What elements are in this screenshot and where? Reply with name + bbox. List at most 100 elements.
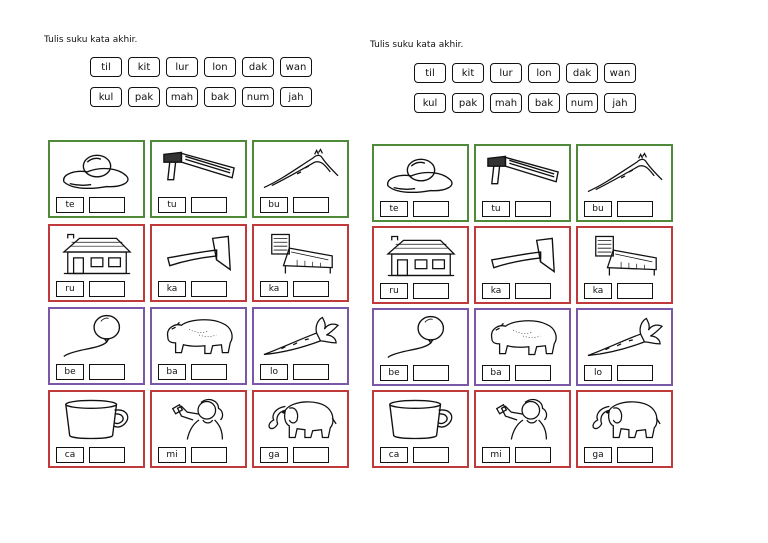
answer-box[interactable]	[617, 365, 653, 381]
syllable-label: ru	[56, 281, 84, 297]
axe-icon	[491, 237, 555, 273]
girl-drinking-icon	[496, 398, 548, 441]
word-chip: lur	[490, 63, 522, 83]
word-chip: num	[242, 87, 274, 107]
word-chip: til	[90, 57, 122, 77]
answer-box[interactable]	[89, 281, 125, 297]
word-chip: dak	[242, 57, 274, 77]
answer-box[interactable]	[515, 447, 551, 463]
answer-box[interactable]	[413, 365, 449, 381]
syllable-label: ba	[482, 365, 510, 381]
picture-card: ba	[474, 308, 571, 386]
word-chip: lur	[166, 57, 198, 77]
word-chip: mah	[166, 87, 198, 107]
answer-box[interactable]	[89, 364, 125, 380]
answer-box[interactable]	[293, 197, 329, 213]
answer-box[interactable]	[191, 447, 227, 463]
answer-box[interactable]	[293, 447, 329, 463]
answer-box[interactable]	[617, 447, 653, 463]
house-icon	[63, 233, 131, 275]
syllable-label: tu	[482, 201, 510, 217]
word-chip: kit	[128, 57, 160, 77]
syllable-label: ga	[584, 447, 612, 463]
picture-card: lo	[252, 307, 349, 385]
answer-box[interactable]	[413, 283, 449, 299]
picture-card: te	[372, 144, 469, 222]
balloon-icon	[63, 314, 121, 358]
syllable-label: bu	[584, 201, 612, 217]
picture-card: ca	[372, 390, 469, 468]
syllable-label: ca	[56, 447, 84, 463]
bed-icon	[271, 233, 333, 275]
syllable-label: te	[56, 197, 84, 213]
picture-card: ga	[252, 390, 349, 468]
hippo-icon	[490, 320, 557, 356]
answer-box[interactable]	[191, 364, 227, 380]
answer-box[interactable]	[293, 281, 329, 297]
hippo-icon	[166, 319, 233, 355]
answer-box[interactable]	[413, 447, 449, 463]
picture-card: tu	[474, 144, 571, 222]
word-chip: wan	[280, 57, 312, 77]
syllable-label: ga	[260, 447, 288, 463]
answer-box[interactable]	[515, 283, 551, 299]
word-chip: lon	[204, 57, 236, 77]
picture-card: mi	[150, 390, 247, 468]
word-chip: bak	[528, 93, 560, 113]
word-chip: jah	[280, 87, 312, 107]
elephant-icon	[268, 401, 337, 439]
picture-card: tu	[150, 140, 247, 218]
picture-card: ba	[150, 307, 247, 385]
picture-card: bu	[576, 144, 673, 222]
word-chip: til	[414, 63, 446, 83]
answer-box[interactable]	[617, 283, 653, 299]
picture-card: ka	[252, 224, 349, 302]
picture-card: te	[48, 140, 145, 218]
balloon-icon	[387, 315, 445, 359]
answer-box[interactable]	[293, 364, 329, 380]
picture-card: ka	[150, 224, 247, 302]
instruction-text: Tulis suku kata akhir.	[370, 40, 464, 50]
picture-card: ka	[474, 226, 571, 304]
syllable-label: ca	[380, 447, 408, 463]
picture-card: ga	[576, 390, 673, 468]
picture-card: be	[48, 307, 145, 385]
syllable-label: ka	[260, 281, 288, 297]
picture-card: be	[372, 308, 469, 386]
answer-box[interactable]	[413, 201, 449, 217]
syllable-label: ba	[158, 364, 186, 380]
picture-card: ca	[48, 390, 145, 468]
syllable-label: ka	[158, 281, 186, 297]
syllable-label: mi	[482, 447, 510, 463]
word-chip: pak	[128, 87, 160, 107]
syllable-label: lo	[584, 365, 612, 381]
answer-box[interactable]	[191, 197, 227, 213]
syllable-label: ru	[380, 283, 408, 299]
syllable-label: mi	[158, 447, 186, 463]
syllable-label: lo	[260, 364, 288, 380]
picture-card: mi	[474, 390, 571, 468]
word-chip: wan	[604, 63, 636, 83]
syllable-label: be	[56, 364, 84, 380]
hammer-icon	[487, 155, 559, 185]
picture-card: ka	[576, 226, 673, 304]
carrot-icon	[587, 317, 663, 357]
cup-icon	[389, 399, 453, 440]
axe-icon	[167, 235, 231, 271]
picture-card: bu	[252, 140, 349, 218]
syllable-label: tu	[158, 197, 186, 213]
word-chip: jah	[604, 93, 636, 113]
answer-box[interactable]	[617, 201, 653, 217]
syllable-label: ka	[482, 283, 510, 299]
answer-box[interactable]	[515, 201, 551, 217]
word-chip: dak	[566, 63, 598, 83]
hill-icon	[263, 148, 339, 189]
answer-box[interactable]	[89, 447, 125, 463]
fried-egg-icon	[62, 154, 129, 190]
cup-icon	[65, 399, 129, 440]
answer-box[interactable]	[515, 365, 551, 381]
answer-box[interactable]	[191, 281, 227, 297]
hill-icon	[587, 152, 663, 193]
word-chip: kul	[414, 93, 446, 113]
answer-box[interactable]	[89, 197, 125, 213]
